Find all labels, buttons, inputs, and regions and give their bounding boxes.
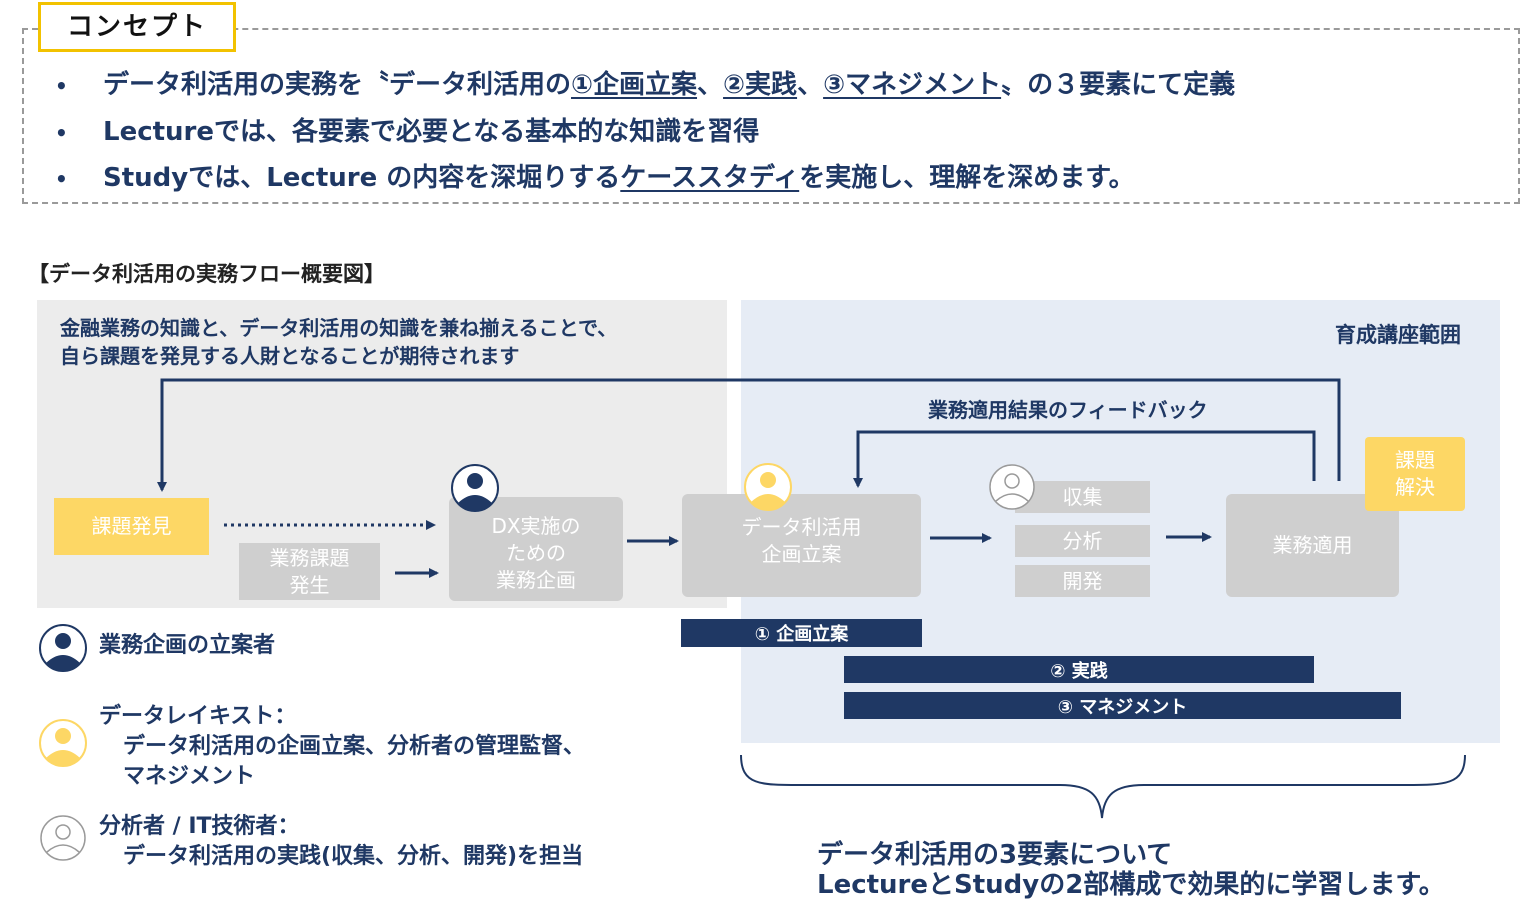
- bullet-text: Studyでは、Lecture の内容を深堀りする: [103, 163, 621, 193]
- box-line: 業務企画: [495, 567, 576, 592]
- legend-desc: データ利活用の実践(収集、分析、開発)を担当: [123, 844, 584, 869]
- goal-text: 金融業務の知識と、データ利活用の知識を兼ね揃えることで、 自ら課題を発見する人財…: [60, 314, 617, 370]
- legend-planner-label: 業務企画の立案者: [99, 633, 276, 658]
- issue-discovery-box: 課題発見: [54, 498, 209, 555]
- bullet-dot: •: [55, 121, 68, 145]
- concept-bullet-2: • Lectureでは、各要素で必要となる基本的な知識を習得: [55, 111, 759, 148]
- box-line: 解決: [1395, 475, 1435, 499]
- legend-desc: データ利活用の企画立案、分析者の管理監督、: [123, 734, 586, 759]
- separator: 、: [697, 70, 724, 100]
- bullet-text: を実施し、理解を深めます。: [799, 163, 1135, 193]
- summary-text: データ利活用の3要素について LectureとStudyの2部構成で効果的に学習…: [817, 840, 1445, 900]
- box-line: ための: [505, 540, 566, 565]
- summary-brace: [740, 754, 1466, 819]
- concept-bullet-3: • Studyでは、Lecture の内容を深堀りするケーススタディを実施し、理解…: [55, 157, 1135, 194]
- bullet-dot: •: [55, 74, 68, 98]
- summary-line: LectureとStudyの2部構成で効果的に学習します。: [817, 870, 1445, 900]
- concept-box: [22, 28, 1520, 204]
- analyze-box: 分析: [1015, 525, 1150, 557]
- legend-analyst-icon: [40, 815, 86, 861]
- business-issue-box: 業務課題発生: [239, 543, 380, 600]
- summary-line: データ利活用の3要素について: [817, 840, 1173, 870]
- issue-solved-box: 課題解決: [1365, 437, 1465, 511]
- bullet-dot: •: [55, 167, 68, 191]
- scope-label: 育成講座範囲: [1335, 323, 1461, 347]
- business-apply-box: 業務適用: [1226, 494, 1399, 597]
- bullet-text: Lectureでは、各要素で必要となる基本的な知識を習得: [103, 117, 760, 147]
- phase-planning-bar: ① 企画立案: [681, 619, 922, 647]
- box-line: 発生: [289, 572, 330, 597]
- legend-title: データレイキスト：: [99, 704, 297, 729]
- phase-practice-bar: ② 実践: [844, 656, 1314, 683]
- concept-tag: コンセプト: [38, 2, 236, 52]
- goal-line: 金融業務の知識と、データ利活用の知識を兼ね揃えることで、: [60, 316, 618, 340]
- outer-feedback-loop: [157, 378, 1341, 492]
- underlined-planning: ①企画立案: [571, 70, 698, 100]
- inner-feedback-loop: [853, 430, 1316, 488]
- legend-analyst: 分析者 / IT技術者： データ利活用の実践(収集、分析、開発)を担当: [99, 812, 583, 872]
- underlined-practice: ②実践: [723, 70, 798, 100]
- underlined-management: ③マネジメント: [823, 70, 1002, 100]
- phase-management-bar: ③ マネジメント: [844, 692, 1401, 719]
- box-line: 課題: [1395, 448, 1435, 472]
- box-line: 企画立案: [761, 542, 842, 566]
- legend-planner-icon: [39, 624, 87, 672]
- dx-planning-box: DX実施のための業務企画: [449, 497, 623, 601]
- goal-line: 自ら課題を発見する人財となることが期待されます: [60, 344, 520, 368]
- concept-bullet-1: •データ利活用の実務を〝データ利活用の①企画立案、②実践、③マネジメント〟の３要…: [55, 64, 1235, 101]
- legend-data-lakist-icon: [39, 719, 87, 767]
- box-line: DX実施の: [491, 513, 581, 538]
- feedback-label: 業務適用結果のフィードバック: [928, 398, 1208, 422]
- box-line: 業務課題: [269, 545, 350, 570]
- bullet-text: データ利活用の実務を〝データ利活用の: [103, 70, 572, 100]
- data-planning-box: データ利活用企画立案: [682, 494, 921, 597]
- planner-person-icon: [451, 464, 499, 512]
- bullet-text: 〟の３要素にて定義: [1001, 70, 1236, 100]
- box-line: データ利活用: [741, 515, 862, 539]
- flow-heading: 【データ利活用の実務フロー概要図】: [28, 262, 385, 286]
- collect-box: 収集: [1015, 481, 1150, 513]
- separator: 、: [797, 70, 824, 100]
- legend-data-lakist: データレイキスト： データ利活用の企画立案、分析者の管理監督、 マネジメント: [99, 702, 585, 792]
- legend-title: 分析者 / IT技術者：: [99, 814, 300, 839]
- develop-box: 開発: [1015, 565, 1150, 597]
- analyst-person-icon: [989, 464, 1035, 510]
- data-lakist-person-icon: [744, 463, 792, 511]
- underlined-case-study: ケーススタディ: [620, 163, 800, 193]
- legend-desc: マネジメント: [123, 764, 256, 789]
